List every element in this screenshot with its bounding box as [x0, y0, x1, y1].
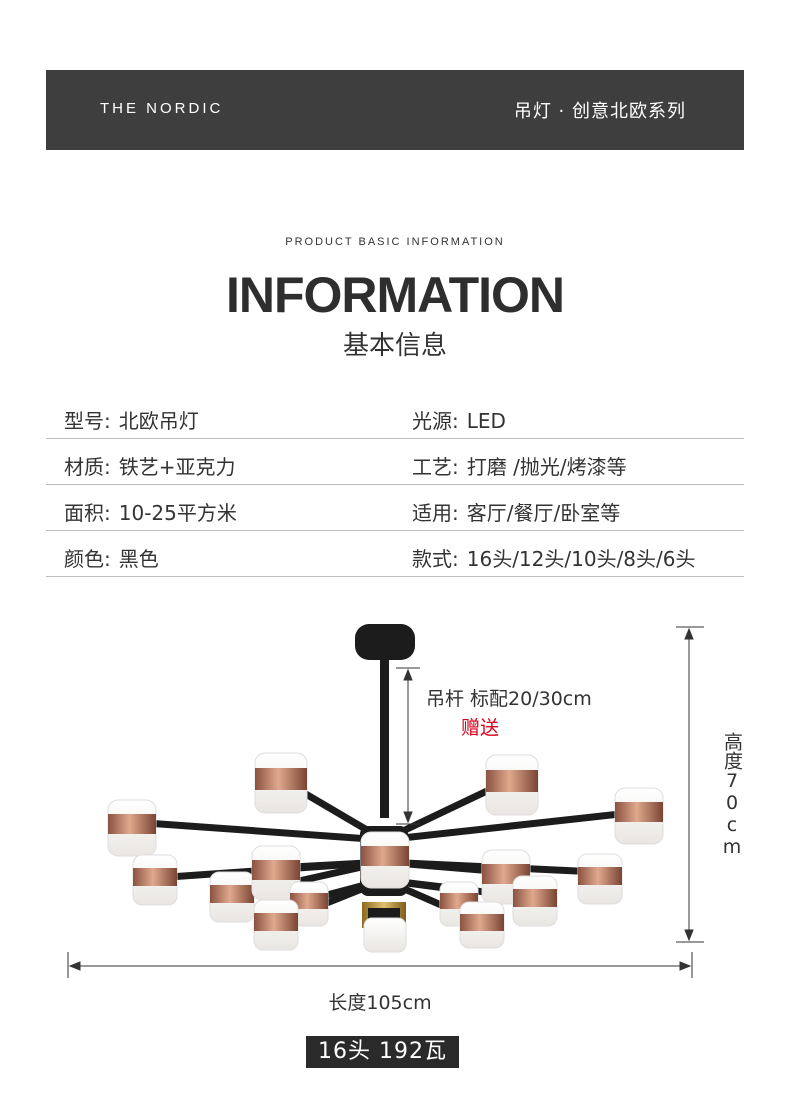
- section-subtitle-en: PRODUCT BASIC INFORMATION: [285, 236, 505, 248]
- spec-value: 16头/12头/10头/8头/6头: [466, 547, 696, 571]
- lamp-shade: [107, 799, 157, 857]
- product-diagram: 吊杆 标配20/30cm 赠送 高度70cm 长度105cm: [0, 600, 790, 1020]
- spec-row: 面积: 10-25平方米 适用: 客厅/餐厅/卧室等: [46, 486, 744, 531]
- lamp-shades: [107, 752, 664, 953]
- spec-value: LED: [466, 409, 506, 433]
- lamp-shade: [577, 853, 623, 905]
- spec-cell: 材质: 铁艺+亚克力: [64, 451, 236, 480]
- spec-label: 面积:: [64, 501, 111, 525]
- header-banner: THE NORDIC 吊灯 · 创意北欧系列: [46, 70, 744, 150]
- spec-label: 型号:: [64, 409, 111, 433]
- spec-label: 款式:: [412, 547, 459, 571]
- spec-row: 颜色: 黑色 款式: 16头/12头/10头/8头/6头: [46, 532, 744, 577]
- spec-value: 打磨 /抛光/烤漆等: [466, 455, 627, 479]
- spec-label: 工艺:: [412, 455, 459, 479]
- product-series: 吊灯 · 创意北欧系列: [513, 101, 686, 122]
- spec-cell: 面积: 10-25平方米: [64, 497, 237, 526]
- spec-label: 材质:: [64, 455, 111, 479]
- lamp-shade: [459, 901, 505, 949]
- length-dimension-line: [67, 952, 693, 978]
- lamp-shade: [289, 881, 329, 927]
- spec-cell: 适用: 客厅/餐厅/卧室等: [412, 497, 620, 526]
- rod-dimension-line: [396, 667, 420, 825]
- gift-label: 赠送: [461, 717, 500, 739]
- lamp-shade: [254, 752, 308, 814]
- canopy: [355, 624, 415, 818]
- spec-cell: 颜色: 黑色: [64, 543, 159, 572]
- chandelier-illustration: [67, 624, 704, 978]
- lamp-shade: [132, 854, 178, 906]
- length-label: 长度105cm: [328, 992, 432, 1014]
- height-label: 高度70cm: [721, 732, 743, 858]
- lamp-shade: [251, 845, 301, 901]
- height-dimension-line: [676, 626, 704, 943]
- lamp-shade: [485, 754, 539, 816]
- section-subtitle-cn: 基本信息: [342, 331, 447, 361]
- lamp-shade: [360, 831, 410, 889]
- spec-row: 材质: 铁艺+亚克力 工艺: 打磨 /抛光/烤漆等: [46, 440, 744, 485]
- lamp-shade: [614, 787, 664, 845]
- spec-table: 型号: 北欧吊灯 光源: LED 材质: 铁艺+亚克力 工艺: 打磨 /抛光/烤漆等 面…: [46, 394, 744, 578]
- spec-cell: 款式: 16头/12头/10头/8头/6头: [412, 543, 696, 572]
- rod-length-label: 吊杆 标配20/30cm: [426, 688, 592, 710]
- spec-value: 北欧吊灯: [118, 409, 199, 433]
- lamp-shade: [363, 917, 407, 953]
- spec-label: 颜色:: [64, 547, 111, 571]
- spec-value: 10-25平方米: [118, 501, 237, 525]
- spec-label: 光源:: [412, 409, 459, 433]
- spec-value: 铁艺+亚克力: [118, 455, 236, 479]
- spec-row: 型号: 北欧吊灯 光源: LED: [46, 394, 744, 439]
- spec-label: 适用:: [412, 501, 459, 525]
- lamp-shade: [512, 875, 558, 927]
- section-title: INFORMATION: [225, 267, 565, 323]
- power-badge: 16头 192瓦: [306, 1036, 459, 1068]
- spec-cell: 光源: LED: [412, 405, 506, 434]
- brand-name: THE NORDIC: [100, 100, 224, 117]
- spec-value: 客厅/餐厅/卧室等: [466, 501, 621, 525]
- lamp-shade: [209, 871, 255, 923]
- spec-cell: 型号: 北欧吊灯: [64, 405, 199, 434]
- spec-value: 黑色: [118, 547, 159, 571]
- lamp-shade: [253, 899, 299, 951]
- spec-cell: 工艺: 打磨 /抛光/烤漆等: [412, 451, 627, 480]
